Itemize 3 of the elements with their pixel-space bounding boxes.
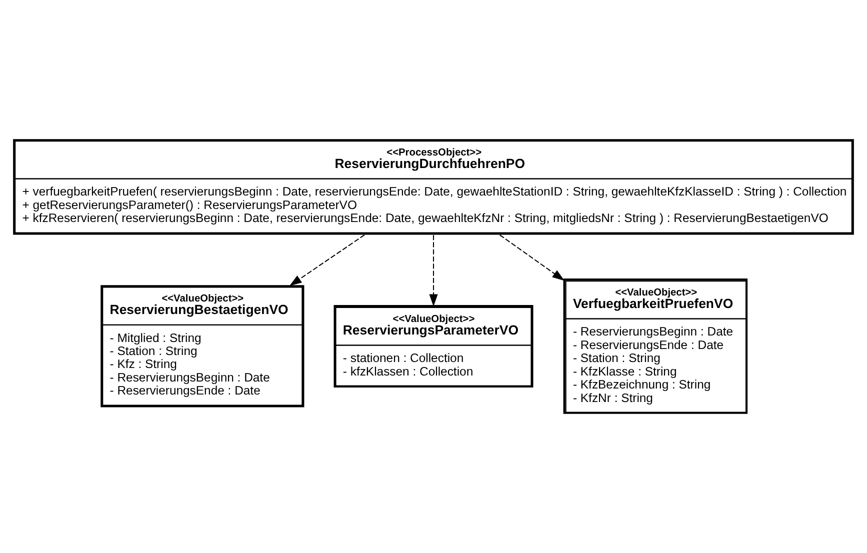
arrow xyxy=(499,234,564,281)
arrow xyxy=(290,234,365,286)
arrow xyxy=(429,235,438,307)
